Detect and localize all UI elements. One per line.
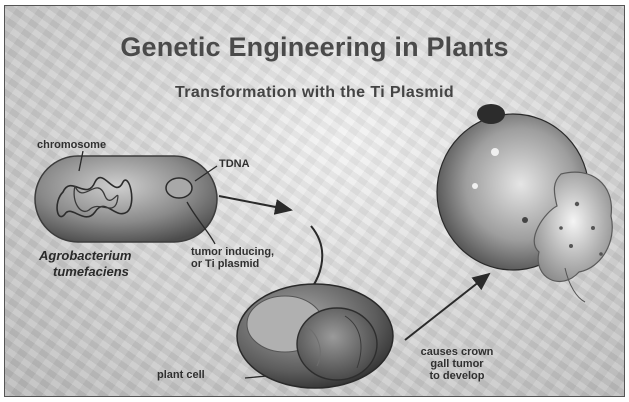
crown-gall-label-line1: causes crown [405,346,509,358]
crown-gall-label-line3: to develop [405,370,509,382]
diagram-graphics [5,6,625,397]
chromosome-label: chromosome [37,139,106,151]
crown-gall-label-line2: gall tumor [405,358,509,370]
tumor-arrow [405,274,489,340]
bacterium-icon [35,156,217,242]
plant-cell-icon [237,284,393,388]
diagram-frame: Genetic Engineering in Plants Transforma… [4,5,625,397]
ti-plasmid-label: tumor inducing, or Ti plasmid [191,246,274,270]
agrobacterium-label-line1: Agrobacterium [39,248,131,264]
ti-plasmid-label-line1: tumor inducing, [191,246,274,258]
agrobacterium-label: Agrobacterium tumefaciens [39,248,131,280]
crown-gall-label: causes crown gall tumor to develop [405,346,509,382]
crown-gall-tumor-icon [437,104,612,302]
plant-cell-leader-line [245,376,267,378]
transfer-arrow [219,196,291,210]
ti-plasmid-label-line2: or Ti plasmid [191,258,274,270]
plant-cell-label: plant cell [157,369,205,381]
tdna-label: TDNA [219,158,250,170]
agrobacterium-label-line2: tumefaciens [39,264,131,280]
plasmid-icon [166,178,192,198]
